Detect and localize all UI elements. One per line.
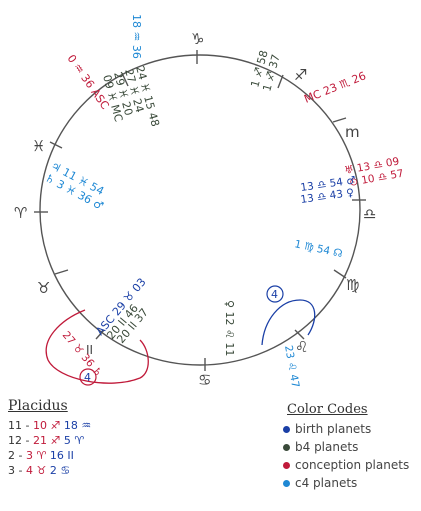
- four-blue-circle: [266, 285, 284, 303]
- four-blue-label: 4: [271, 288, 278, 301]
- cusp-row: 2 - 3 ♈ 16 II: [8, 448, 108, 463]
- tick-lower-left: [95, 329, 105, 340]
- top-blue-label: 18 ♒ 36: [130, 14, 143, 59]
- sign-virgo: ♍: [346, 276, 359, 294]
- leo-line-1: ♀ 12 ♌ 11: [223, 300, 236, 356]
- sign-aries: ♈: [14, 204, 27, 222]
- legend-title: Color Codes: [287, 402, 368, 417]
- tick-right-lower: [333, 269, 347, 279]
- sign-leo: ♌: [295, 338, 308, 356]
- legend-dot-icon: [283, 443, 290, 451]
- sign-cancer: ♋: [198, 371, 211, 389]
- cusp-birth-value: 2 ♋: [49, 464, 71, 477]
- legend-label: conception planets: [295, 458, 410, 472]
- cusp-birth-value: 16 II: [49, 449, 74, 462]
- tick-upper-left: [121, 72, 129, 87]
- legend-label: birth planets: [295, 422, 372, 436]
- cusp-conception-value: 3 ♈: [22, 449, 50, 462]
- cusp-conception-value: 21 ♐: [29, 434, 64, 447]
- sign-scorpio: m: [345, 123, 360, 141]
- tick-upper-right: [277, 74, 284, 89]
- sign-pisces: ♓: [32, 137, 45, 155]
- legend-item: b4 planets: [283, 438, 418, 456]
- sign-libra: ♎: [363, 205, 376, 223]
- cusp-row: 12 - 21 ♐ 5 ♈: [8, 433, 108, 448]
- virgo-c4-label: 1 ♍ 54 ☊: [293, 238, 343, 260]
- legend-dot-icon: [283, 479, 290, 487]
- tick-lower-right: [294, 329, 305, 340]
- placidus-table: Placidus 11 - 10 ♐ 18 ♒12 - 21 ♐ 5 ♈2 - …: [8, 398, 108, 478]
- legend-item: c4 planets: [283, 474, 418, 492]
- cusp-number: 3 -: [8, 464, 23, 477]
- legend-item: conception planets: [283, 456, 418, 474]
- legend-dot-icon: [283, 461, 290, 469]
- cusp-number: 11 -: [8, 419, 30, 432]
- sign-taurus: ♉: [37, 279, 50, 297]
- taurus-red-arc: [45, 309, 149, 384]
- color-codes-legend: Color Codes birth planets b4 planets conce…: [283, 402, 418, 492]
- cusp-birth-value: 18 ♒: [63, 419, 92, 432]
- four-red-label: 4: [84, 371, 91, 384]
- legend-label: b4 planets: [295, 440, 359, 454]
- cusp-conception-value: 4 ♉: [22, 464, 50, 477]
- cusp-ticks: [34, 50, 366, 371]
- tick-right-upper: [332, 117, 347, 123]
- leo-blue-arc: [261, 299, 316, 346]
- placidus-title: Placidus: [8, 398, 68, 414]
- sign-gemini: II: [86, 343, 93, 357]
- tick-left-upper: [49, 141, 63, 149]
- cusp-number: 12 -: [8, 434, 30, 447]
- cusp-row: 3 - 4 ♉ 2 ♋: [8, 463, 108, 478]
- legend-items: birth planets b4 planets conception planet…: [283, 420, 418, 492]
- mc-red-label: MC 23 ♏ 26: [302, 69, 368, 106]
- cusp-number: 2 -: [8, 449, 23, 462]
- tick-left-lower: [54, 269, 69, 275]
- four-red-circle: [79, 368, 97, 386]
- legend-item: birth planets: [283, 420, 418, 438]
- cusp-conception-value: 10 ♐: [29, 419, 64, 432]
- zodiac-circle: [39, 54, 361, 366]
- legend-label: c4 planets: [295, 476, 358, 490]
- sign-capricorn: ♑: [191, 30, 204, 48]
- cusp-row: 11 - 10 ♐ 18 ♒: [8, 418, 108, 433]
- legend-dot-icon: [283, 425, 290, 433]
- cusp-birth-value: 5 ♈: [63, 434, 85, 447]
- cusp-rows: 11 - 10 ♐ 18 ♒12 - 21 ♐ 5 ♈2 - 3 ♈ 16 II…: [8, 418, 108, 478]
- sign-sagittarius: ♐: [294, 66, 307, 84]
